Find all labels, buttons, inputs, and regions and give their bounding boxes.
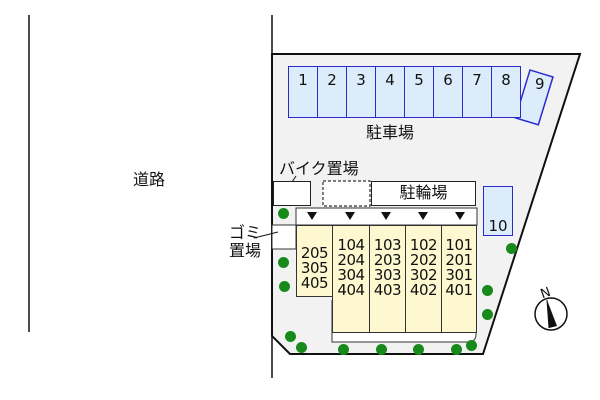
tree-icon — [482, 309, 493, 320]
parking-space-9-label: 9 — [535, 75, 545, 93]
tree-icon — [466, 340, 477, 351]
parking-space-2: 2 — [317, 66, 347, 118]
unit-label: 203 — [373, 251, 402, 269]
parking-label: 駐車場 — [366, 123, 415, 142]
unit-label: 104 — [337, 236, 365, 254]
road-label: 道路 — [133, 170, 166, 189]
tree-icon — [413, 344, 424, 355]
unit-label: 301 — [445, 266, 473, 284]
unit-label: 302 — [409, 266, 438, 284]
parking-space-7: 7 — [462, 66, 492, 118]
parking-space-6: 6 — [433, 66, 463, 118]
entrance-arrow-icon — [381, 212, 391, 220]
parking-space-8: 8 — [491, 66, 521, 118]
entrance-arrow-icon — [307, 212, 317, 220]
unit-label: 405 — [300, 274, 329, 292]
bike-parking-label: バイク置場 — [279, 159, 359, 178]
garbage-label-line2: 置場 — [229, 241, 262, 260]
unit-label: 101 — [445, 236, 473, 254]
tree-icon — [296, 342, 307, 353]
unit-column-2: 102 202 302 402 — [405, 225, 442, 333]
parking-space-9 — [514, 69, 554, 126]
bicycle-parking-box: 駐輪場 — [371, 181, 476, 206]
unit-label: 403 — [373, 281, 402, 299]
entrance-arrow-icon — [418, 212, 428, 220]
parking-space-5: 5 — [404, 66, 434, 118]
garbage-leader-line — [253, 231, 279, 239]
unit-label: 202 — [409, 251, 438, 269]
unit-label: 103 — [373, 236, 402, 254]
tree-icon — [279, 281, 290, 292]
tree-icon — [338, 344, 349, 355]
parking-space-10: 10 — [483, 186, 513, 236]
unit-label: 303 — [373, 266, 402, 284]
unit-label: 205 — [300, 244, 329, 262]
tree-icon — [285, 331, 296, 342]
tree-icon — [376, 344, 387, 355]
unit-column-1: 101 201 301 401 — [441, 225, 477, 333]
unit-label: 304 — [337, 266, 365, 284]
unit-label: 402 — [409, 281, 438, 299]
unit-label: 404 — [337, 281, 365, 299]
unit-column-5: 205 305 405 — [296, 225, 333, 297]
unit-label: 401 — [445, 281, 473, 299]
unit-label: 305 — [300, 259, 329, 277]
garbage-label-line1: ゴミ — [229, 223, 262, 242]
unit-label: 201 — [445, 251, 473, 269]
compass-icon — [534, 297, 568, 331]
garbage-area — [271, 224, 297, 250]
entrance-arrow-icon — [345, 212, 355, 220]
tree-icon — [278, 208, 289, 219]
tree-icon — [278, 257, 289, 268]
bike-parking-box — [273, 181, 311, 206]
tree-icon — [482, 285, 493, 296]
tree-icon — [506, 243, 517, 254]
unit-column-3: 103 203 303 403 — [369, 225, 406, 333]
unit-label: 204 — [337, 251, 365, 269]
entrance-arrow-icon — [455, 212, 465, 220]
parking-space-3: 3 — [346, 66, 376, 118]
unit-column-4: 104 204 304 404 — [332, 225, 370, 333]
bike-parking-dashed-box — [322, 180, 371, 207]
parking-space-1: 1 — [288, 66, 318, 118]
parking-space-4: 4 — [375, 66, 405, 118]
tree-icon — [451, 344, 462, 355]
unit-label: 102 — [409, 236, 438, 254]
